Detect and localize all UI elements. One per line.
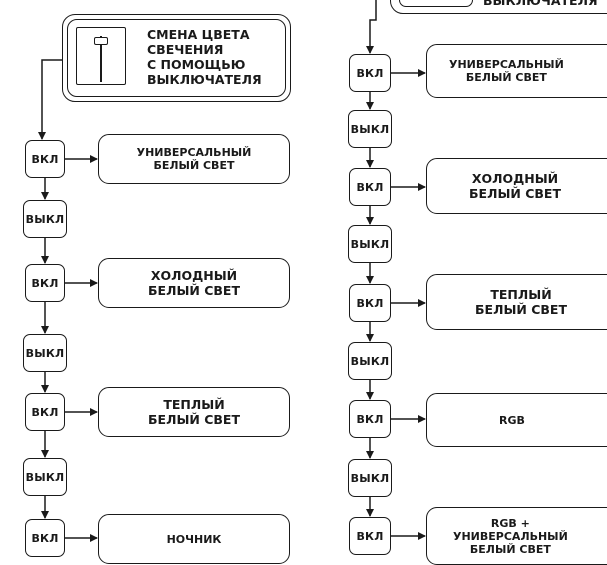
mode-universal-white: УНИВЕРСАЛЬНЫЙ БЕЛЫЙ СВЕТ xyxy=(98,134,290,184)
header-title: СМЕНА ЦВЕТА СВЕЧЕНИЯ С ПОМОЩЬЮ ВЫКЛЮЧАТЕ… xyxy=(147,27,262,87)
right-state-off-4: ВЫКЛ xyxy=(348,459,392,497)
wall-switch-icon xyxy=(76,27,126,85)
right-mode-universal-white: УНИВЕРСАЛЬНЫЙ БЕЛЫЙ СВЕТ xyxy=(426,44,607,98)
switch-divider xyxy=(100,36,102,82)
right-state-off-1: ВЫКЛ xyxy=(348,110,392,148)
state-on-4: ВКЛ xyxy=(25,519,65,557)
right-mode-warm-white: ТЕПЛЫЙ БЕЛЫЙ СВЕТ xyxy=(426,274,607,330)
connector-header-to-on xyxy=(38,59,65,140)
state-off-1: ВЫКЛ xyxy=(23,200,67,238)
header-box-cut: ВЫКЛЮЧАТЕЛЯ xyxy=(390,0,607,14)
right-state-on-1: ВКЛ xyxy=(349,54,391,92)
header-cut-title: ВЫКЛЮЧАТЕЛЯ xyxy=(483,0,598,8)
state-on-1: ВКЛ xyxy=(25,140,65,178)
connector-right-header xyxy=(366,0,377,54)
right-mode-cold-white: ХОЛОДНЫЙ БЕЛЫЙ СВЕТ xyxy=(426,158,607,214)
mode-night-light: НОЧНИК xyxy=(98,514,290,564)
right-state-on-3: ВКЛ xyxy=(349,284,391,322)
right-state-on-5: ВКЛ xyxy=(349,517,391,555)
state-off-3: ВЫКЛ xyxy=(23,458,67,496)
header-box: СМЕНА ЦВЕТА СВЕЧЕНИЯ С ПОМОЩЬЮ ВЫКЛЮЧАТЕ… xyxy=(62,14,291,102)
state-on-2: ВКЛ xyxy=(25,264,65,302)
state-on-3: ВКЛ xyxy=(25,393,65,431)
right-state-off-3: ВЫКЛ xyxy=(348,342,392,380)
right-state-off-2: ВЫКЛ xyxy=(348,225,392,263)
right-mode-rgb: RGB xyxy=(426,393,607,447)
right-mode-rgb-universal: RGB + УНИВЕРСАЛЬНЫЙ БЕЛЫЙ СВЕТ xyxy=(426,507,607,565)
header-cut-inner xyxy=(399,0,473,7)
switch-knob xyxy=(94,37,108,45)
state-off-2: ВЫКЛ xyxy=(23,334,67,372)
mode-warm-white: ТЕПЛЫЙ БЕЛЫЙ СВЕТ xyxy=(98,387,290,437)
right-state-on-2: ВКЛ xyxy=(349,168,391,206)
header-inner-frame xyxy=(67,19,286,97)
mode-cold-white: ХОЛОДНЫЙ БЕЛЫЙ СВЕТ xyxy=(98,258,290,308)
right-state-on-4: ВКЛ xyxy=(349,400,391,438)
